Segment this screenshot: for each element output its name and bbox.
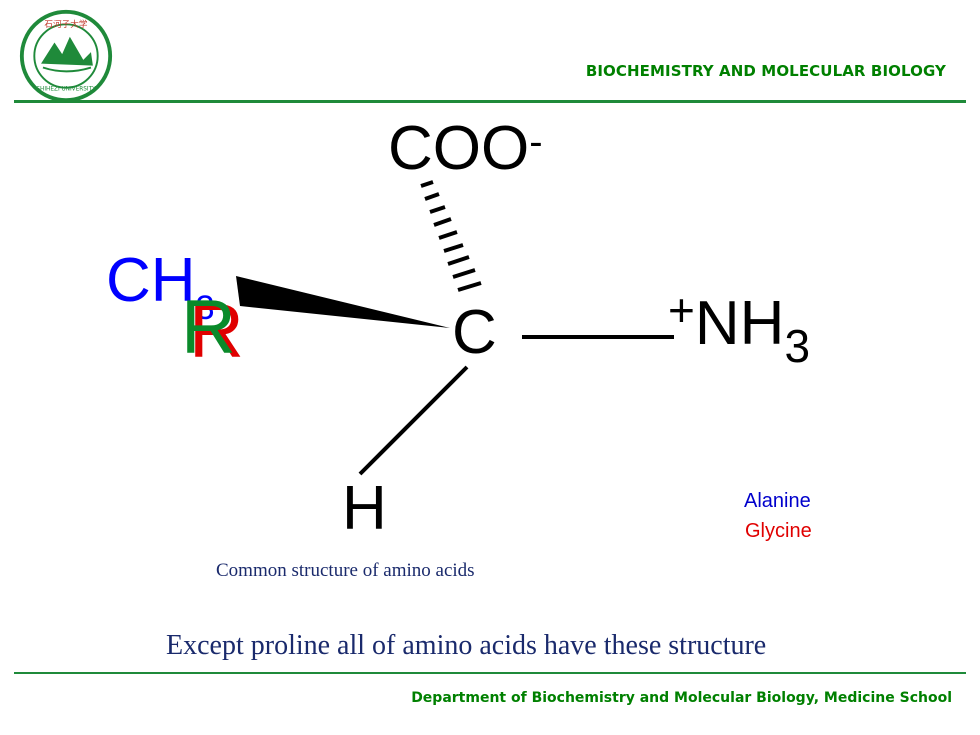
slide-statement: Except proline all of amino acids have t… (166, 630, 767, 661)
hashed-wedge-bond (420, 180, 482, 292)
legend-alanine: Alanine (744, 490, 811, 512)
hydrogen-bond (358, 365, 469, 476)
header-divider (14, 100, 966, 103)
carboxyl-charge: - (529, 120, 543, 164)
solid-wedge-bond (236, 276, 450, 328)
methyl-group: CH3 (106, 246, 215, 327)
amino-charge: + (668, 284, 695, 336)
r-group: R (181, 285, 236, 370)
svg-text:SHIHEZI UNIVERSITY: SHIHEZI UNIVERSITY (36, 87, 96, 93)
methyl-subscript: 3 (195, 289, 215, 327)
legend-glycine: Glycine (745, 520, 812, 542)
course-title: BIOCHEMISTRY AND MOLECULAR BIOLOGY (585, 62, 946, 80)
amino-group: +NH3 (668, 284, 811, 372)
footer-divider (14, 672, 966, 674)
svg-text:石河子大学: 石河子大学 (44, 18, 88, 30)
diagram-caption: Common structure of amino acids (216, 560, 475, 581)
department-footer: Department of Biochemistry and Molecular… (411, 690, 952, 706)
hydrogen-atom: H (342, 474, 387, 543)
carboxyl-group: COO- (388, 114, 543, 183)
university-seal-logo: 石河子大学 SHIHEZI UNIVERSITY (19, 9, 113, 103)
alpha-carbon: C (452, 298, 497, 367)
amino-subscript: 3 (784, 320, 811, 372)
r-group-shadow: R (189, 289, 244, 374)
